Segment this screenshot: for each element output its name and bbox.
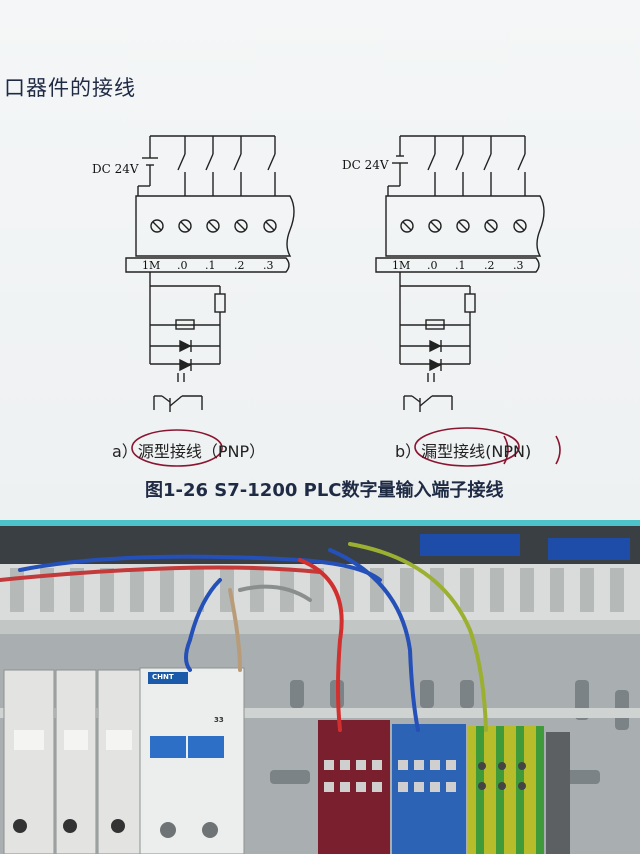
terminal-label: .2 — [484, 259, 495, 272]
terminal-label: .0 — [177, 259, 188, 272]
diagram-caption-right: b）漏型接线(NPN) — [395, 442, 532, 461]
terminal-label: .3 — [263, 259, 274, 272]
terminal-label: .1 — [455, 259, 466, 272]
slide-title: 口器件的接线 — [4, 76, 136, 100]
terminal-label: .3 — [513, 259, 524, 272]
supply-voltage-label: DC 24V — [342, 158, 389, 172]
projected-slide: 口器件的接线 — [0, 0, 640, 520]
electrical-panel-illustration — [0, 520, 640, 854]
panel-photo: CHNT 33 — [0, 520, 640, 854]
breaker-brand-label: CHNT — [152, 673, 174, 681]
terminal-label: .1 — [205, 259, 216, 272]
diagram-caption-left: a）源型接线（PNP） — [112, 442, 266, 461]
wiring-diagram-left — [125, 135, 295, 467]
diagram-source-type: DC 24V 1M .0 .1 .2 .3 a）源型接线（PNP） — [90, 120, 320, 470]
figure-caption: 图1-26 S7-1200 PLC数字量输入端子接线 — [145, 480, 504, 501]
diagram-sink-type: DC 24V 1M .0 .1 .2 .3 b）漏型接线(NPN) — [340, 120, 570, 470]
terminal-label: .0 — [427, 259, 438, 272]
terminal-label: 1M — [392, 259, 411, 272]
terminal-label: .2 — [234, 259, 245, 272]
terminal-label: 1M — [142, 259, 161, 272]
wiring-diagram-right — [375, 135, 561, 467]
breaker-pole-mark: 33 — [214, 716, 224, 724]
supply-voltage-label: DC 24V — [92, 162, 139, 176]
